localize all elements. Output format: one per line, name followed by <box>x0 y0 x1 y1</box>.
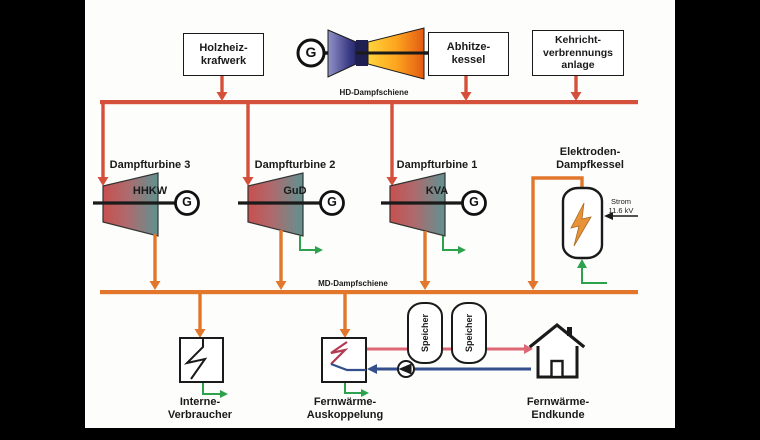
interne-verbraucher-label: Interne- Verbraucher <box>167 396 233 421</box>
fernwaerme-auskoppelung-label: Fernwärme- Auskoppelung <box>306 396 384 421</box>
md-drop-arrows <box>194 294 351 338</box>
steam-turbine-2-icon <box>238 172 345 237</box>
hd-drop-arrows <box>97 102 398 186</box>
turbine3-label: Dampfturbine 3 HHKW <box>105 146 195 211</box>
storage-tank2-label: Speicher <box>464 313 474 353</box>
generator-letter-t3: G <box>182 195 192 209</box>
electrode-boiler-pipe <box>527 176 584 290</box>
internal-consumer-icon <box>179 337 224 383</box>
electrode-boiler-label: Elektroden- Dampfkessel <box>556 146 624 171</box>
generator-icon-top <box>296 38 326 68</box>
turbine1-label: Dampfturbine 1 KVA <box>392 146 482 211</box>
lightning-bolt-icon <box>570 202 592 247</box>
hd-steam-bus-line <box>100 100 638 105</box>
steam-turbine-1-icon <box>381 172 487 237</box>
box-kehrichtverbrennung: Kehricht- verbrennungs anlage <box>532 30 624 76</box>
district-heat-return-line <box>367 364 531 374</box>
turbine2-name: Dampfturbine 2 <box>254 158 336 171</box>
heat-exchanger-icon <box>321 337 367 383</box>
turbine1-sub: KVA <box>425 184 449 197</box>
turbine2-sub: GuD <box>283 184 307 197</box>
electrode-vessel-icon <box>561 186 604 260</box>
steam-turbine-3-icon <box>93 172 200 237</box>
house-icon <box>528 322 586 379</box>
turbine3-sub: HHKW <box>132 184 168 197</box>
generator-letter-t2: G <box>327 195 337 209</box>
gas-turbine-icon <box>324 27 428 80</box>
md-bus-label: MD-Dampfschiene <box>318 279 388 288</box>
strom-label: Strom 11.6 kV <box>608 197 634 216</box>
md-steam-bus-line <box>100 290 638 295</box>
turbine1-name: Dampfturbine 1 <box>396 158 478 171</box>
strom-arrow <box>604 212 638 220</box>
turbine2-label: Dampfturbine 2 GuD <box>250 146 340 211</box>
box-holzheizkraftwerk: Holzheiz- krafwerk <box>183 33 264 76</box>
generator-letter-top: G <box>305 44 317 60</box>
turbine3-name: Dampfturbine 3 <box>109 158 191 171</box>
fernwaerme-endkunde-label: Fernwärme- Endkunde <box>526 396 590 421</box>
storage-tank-icons <box>407 302 487 364</box>
green-arrows <box>202 236 607 398</box>
md-feed-arrows <box>149 230 431 290</box>
pump-icon <box>397 360 415 378</box>
hd-feed-arrows <box>216 74 582 101</box>
storage-tank1-label: Speicher <box>420 313 430 353</box>
box-abhitzekessel: Abhitze- kessel <box>428 32 509 76</box>
generator-letter-t1: G <box>469 195 479 209</box>
district-heat-supply-line <box>366 344 533 354</box>
hd-bus-label: HD-Dampfschiene <box>339 88 409 97</box>
